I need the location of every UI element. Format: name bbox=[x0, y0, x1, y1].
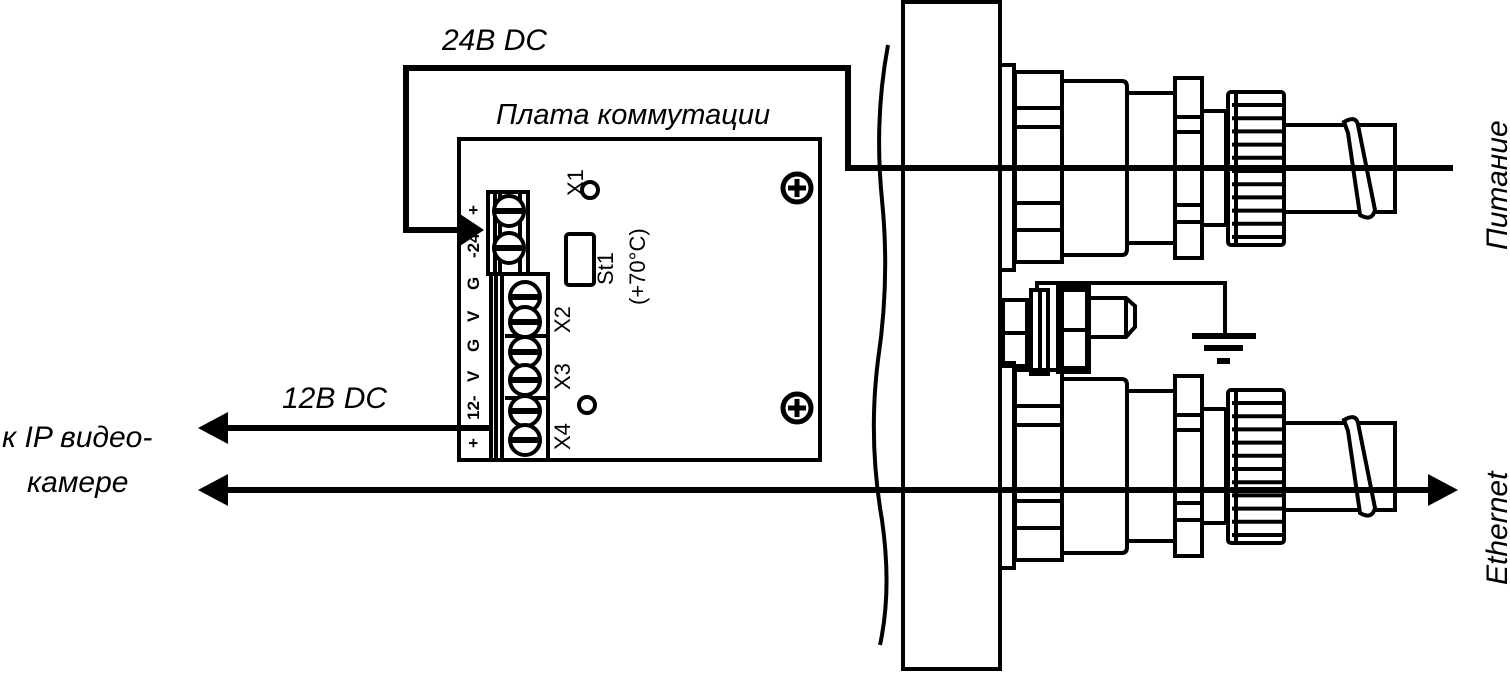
camera-label-2: камере bbox=[27, 466, 128, 499]
terminals-x2-x4 bbox=[489, 272, 550, 462]
x4-label: X4 bbox=[550, 423, 575, 450]
ethernet-label: Ethernet bbox=[1481, 470, 1510, 585]
arrow-right-icon bbox=[460, 214, 484, 246]
mount-screw bbox=[780, 171, 814, 205]
dc24-label: 24В DC bbox=[441, 24, 547, 57]
terminal-label: 12- bbox=[464, 395, 483, 420]
power-label: Питание bbox=[1481, 120, 1510, 250]
terminal-label: + bbox=[464, 205, 483, 215]
x3-label: X3 bbox=[550, 363, 575, 390]
mount-screw bbox=[780, 391, 814, 425]
terminal-label: V bbox=[464, 310, 483, 322]
board-title: Плата коммутации bbox=[496, 99, 770, 131]
knurl-lines bbox=[1232, 94, 1282, 541]
thermostat-st1 bbox=[564, 232, 596, 287]
terminal-labels: + -24G V G V 12- + bbox=[464, 205, 483, 448]
ground-stud bbox=[1001, 281, 1256, 376]
mount-hole bbox=[580, 180, 600, 200]
power-line bbox=[403, 65, 1453, 233]
x2-label: X2 bbox=[550, 306, 575, 333]
terminal-label: -24 bbox=[464, 233, 483, 258]
terminal-label: V bbox=[464, 370, 483, 382]
arrow-right-icon bbox=[1428, 474, 1458, 506]
thermostat-temp: (+70°C) bbox=[625, 228, 650, 305]
terminal-label: G bbox=[464, 277, 483, 290]
terminal-label: G bbox=[464, 339, 483, 352]
terminal-label: + bbox=[464, 438, 483, 448]
dc12-label: 12В DC bbox=[282, 382, 387, 415]
ethernet-connector bbox=[998, 361, 1397, 570]
terminal-screws bbox=[492, 194, 542, 457]
mounting-panel bbox=[901, 0, 1002, 671]
thermostat-label: St1 bbox=[593, 252, 618, 285]
camera-label-1: к IP видео- bbox=[2, 421, 152, 454]
x1-label: X1 bbox=[563, 169, 588, 196]
arrow-left-icon bbox=[198, 474, 228, 506]
break-line bbox=[871, 44, 890, 646]
mount-hole bbox=[577, 395, 597, 415]
switching-board bbox=[457, 137, 822, 462]
arrow-left-icon bbox=[198, 412, 228, 444]
